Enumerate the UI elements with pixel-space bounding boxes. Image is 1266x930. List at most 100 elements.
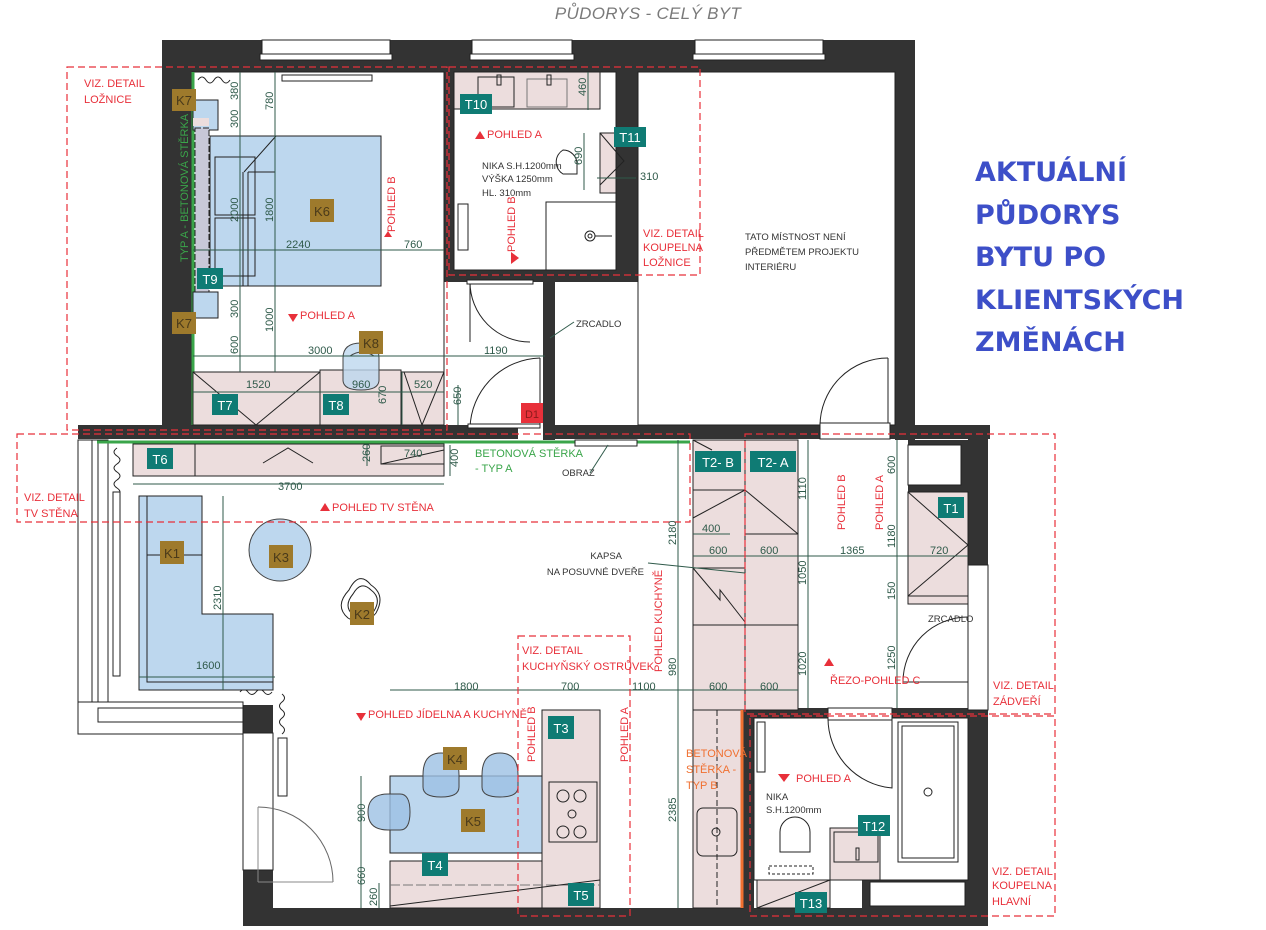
svg-text:600: 600	[229, 336, 241, 354]
tag-K6: K6	[310, 199, 334, 222]
svg-text:VÝŠKA 1250mm: VÝŠKA 1250mm	[482, 174, 553, 185]
side-note-line: BYTU PO	[975, 242, 1107, 273]
svg-text:1020: 1020	[797, 652, 809, 676]
svg-text:VIZ. DETAIL: VIZ. DETAIL	[643, 228, 704, 240]
svg-text:T12: T12	[863, 819, 885, 834]
dimension-labels: 380 300 780 2000 1800 2240 760 300 1000 …	[196, 78, 948, 906]
svg-text:T5: T5	[573, 888, 588, 903]
svg-text:POHLED B: POHLED B	[526, 706, 538, 762]
svg-text:T6: T6	[152, 452, 167, 467]
side-note: AKTUÁLNÍ PŮDORYS BYTU PO KLIENTSKÝCH ZMĚ…	[975, 152, 1184, 365]
tag-T3: T3	[548, 716, 574, 739]
svg-text:1100: 1100	[632, 681, 656, 693]
svg-text:T9: T9	[202, 272, 217, 287]
svg-text:2310: 2310	[212, 586, 224, 610]
svg-text:260: 260	[361, 444, 373, 462]
svg-text:LOŽNICE: LOŽNICE	[643, 256, 691, 269]
svg-text:1110: 1110	[797, 477, 809, 500]
tag-T4: T4	[422, 853, 448, 876]
svg-text:POHLED A: POHLED A	[487, 129, 543, 141]
detail-boxes	[16, 66, 1056, 917]
svg-text:760: 760	[404, 239, 422, 251]
svg-text:980: 980	[667, 658, 679, 676]
svg-text:- TYP A: - TYP A	[475, 463, 513, 475]
svg-text:2240: 2240	[286, 239, 310, 251]
svg-text:NA POSUVNÉ DVEŘE: NA POSUVNÉ DVEŘE	[547, 567, 644, 578]
svg-text:600: 600	[886, 456, 898, 474]
svg-text:POHLED TV STĚNA: POHLED TV STĚNA	[332, 501, 435, 514]
svg-text:T11: T11	[619, 130, 640, 145]
furniture-tags: T10 T11 T9 T7 T8 T6 T2- B T2- A T1 T3 T4…	[147, 89, 964, 913]
svg-text:310: 310	[640, 171, 658, 183]
svg-text:NIKA: NIKA	[766, 792, 789, 803]
svg-text:K7: K7	[176, 316, 192, 331]
svg-text:KOUPELNA: KOUPELNA	[992, 880, 1053, 892]
svg-text:K5: K5	[465, 814, 481, 829]
svg-text:VIZ. DETAIL: VIZ. DETAIL	[522, 645, 583, 657]
svg-text:D1: D1	[525, 409, 539, 421]
side-note-line: KLIENTSKÝCH	[975, 284, 1184, 316]
tag-T11: T11	[614, 127, 646, 147]
excluded-room-door	[819, 357, 891, 440]
svg-text:900: 900	[356, 804, 368, 822]
side-note-line: ZMĚNÁCH	[975, 327, 1126, 358]
svg-text:VIZ. DETAIL: VIZ. DETAIL	[992, 866, 1053, 878]
svg-text:BETONOVÁ: BETONOVÁ	[686, 747, 748, 760]
svg-text:1520: 1520	[246, 379, 270, 391]
svg-text:POHLED B: POHLED B	[506, 196, 518, 252]
tag-K8: K8	[359, 331, 383, 354]
svg-text:1000: 1000	[264, 308, 276, 332]
tag-K7-top: K7	[172, 89, 196, 111]
svg-text:720: 720	[930, 545, 948, 557]
svg-text:TV STĚNA: TV STĚNA	[24, 507, 78, 520]
svg-text:KUCHYŇSKÝ OSTRŮVEK: KUCHYŇSKÝ OSTRŮVEK	[522, 660, 655, 673]
svg-text:VIZ. DETAIL: VIZ. DETAIL	[24, 492, 85, 504]
svg-text:3000: 3000	[308, 345, 332, 357]
svg-text:K8: K8	[363, 336, 379, 351]
tag-K2: K2	[350, 602, 374, 625]
hallway	[902, 491, 989, 711]
svg-text:T2- A: T2- A	[757, 455, 788, 470]
svg-text:VIZ. DETAIL: VIZ. DETAIL	[993, 680, 1054, 692]
svg-text:1600: 1600	[196, 660, 220, 672]
svg-text:ZRCADLO: ZRCADLO	[928, 614, 973, 625]
svg-text:K2: K2	[354, 607, 370, 622]
excluded-room-floor	[637, 71, 896, 426]
tag-K3: K3	[269, 545, 293, 568]
svg-text:KOUPELNA: KOUPELNA	[643, 242, 704, 254]
tag-D1: D1	[521, 403, 543, 423]
svg-text:LOŽNICE: LOŽNICE	[84, 93, 132, 106]
svg-text:300: 300	[229, 300, 241, 318]
svg-text:OBRAZ: OBRAZ	[562, 468, 595, 479]
dimension-lines	[133, 72, 968, 908]
svg-text:HL. 310mm: HL. 310mm	[482, 188, 531, 199]
svg-text:INTERIÉRU: INTERIÉRU	[745, 262, 796, 273]
svg-text:520: 520	[414, 379, 432, 391]
tag-T13: T13	[795, 892, 827, 913]
tag-K1: K1	[160, 541, 184, 564]
svg-text:1250: 1250	[886, 646, 898, 670]
svg-text:T13: T13	[800, 896, 822, 911]
svg-text:T7: T7	[217, 398, 232, 413]
svg-text:1365: 1365	[840, 545, 864, 557]
svg-text:POHLED A: POHLED A	[300, 310, 356, 322]
svg-text:S.H.1200mm: S.H.1200mm	[766, 805, 822, 816]
side-note-line: AKTUÁLNÍ	[975, 157, 1128, 188]
svg-text:1800: 1800	[454, 681, 478, 693]
page-title: PŮDORYS - CELÝ BYT	[554, 4, 742, 23]
svg-text:600: 600	[709, 681, 727, 693]
bathroom-main	[753, 707, 969, 909]
bedroom	[191, 72, 541, 429]
svg-text:BETONOVÁ STĚRKA: BETONOVÁ STĚRKA	[475, 447, 584, 460]
svg-text:KAPSA: KAPSA	[590, 551, 622, 562]
svg-text:650: 650	[452, 387, 464, 405]
tag-T8: T8	[323, 394, 349, 415]
svg-text:ZÁDVEŘÍ: ZÁDVEŘÍ	[993, 695, 1042, 708]
svg-text:K7: K7	[176, 93, 192, 108]
svg-text:T1: T1	[943, 501, 958, 516]
tag-T2B: T2- B	[695, 451, 741, 472]
svg-text:POHLED A: POHLED A	[619, 706, 631, 762]
svg-text:HLAVNÍ: HLAVNÍ	[992, 895, 1032, 908]
svg-text:K3: K3	[273, 550, 289, 565]
